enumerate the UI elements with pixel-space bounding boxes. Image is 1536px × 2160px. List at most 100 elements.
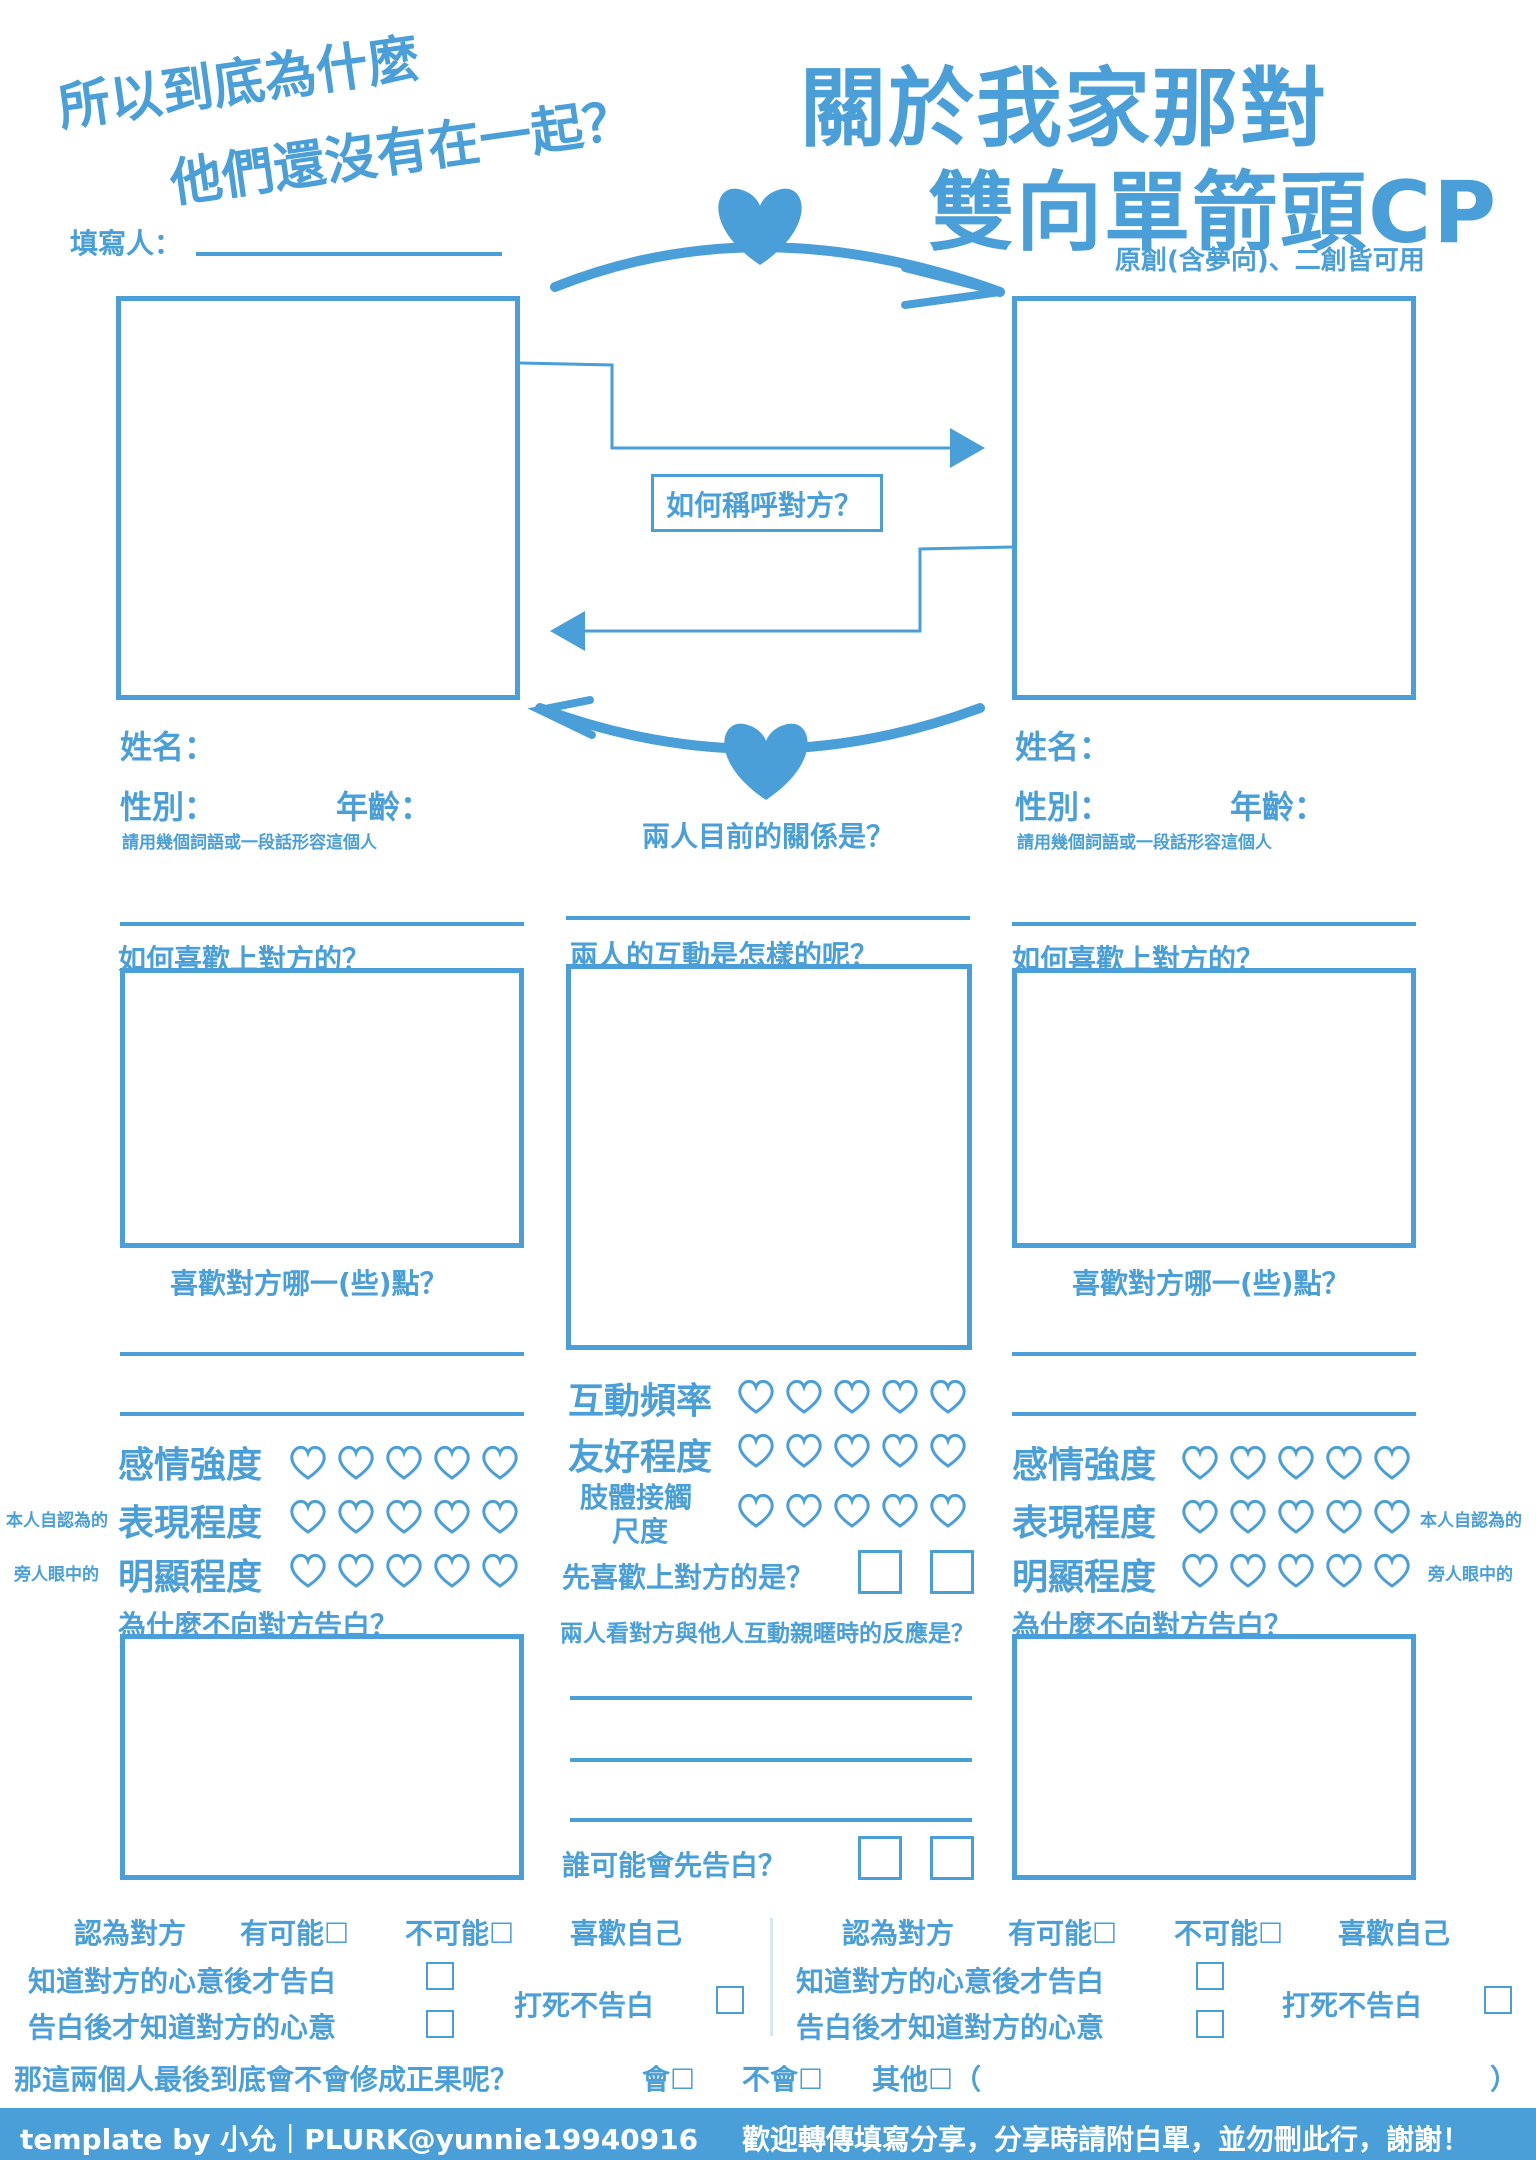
portrait-right[interactable] <box>1012 296 1416 700</box>
left-describe-line[interactable] <box>120 922 524 926</box>
left-confess-after-checkbox[interactable] <box>426 1962 454 1990</box>
heart-outline-icon[interactable] <box>1178 1548 1222 1592</box>
final-other[interactable]: 其他☐（ <box>872 2063 982 2096</box>
right-confess-after-checkbox[interactable] <box>1196 1962 1224 1990</box>
heart-outline-icon[interactable] <box>478 1494 522 1538</box>
right-impossible[interactable]: 不可能☐ <box>1174 1917 1284 1950</box>
heart-outline-icon[interactable] <box>926 1488 970 1532</box>
left-like-points: 喜歡對方哪一(些)點？ <box>170 1267 448 1300</box>
heart-outline-icon[interactable] <box>286 1548 330 1592</box>
heart-outline-icon[interactable] <box>1322 1440 1366 1484</box>
heart-outline-icon[interactable] <box>734 1488 778 1532</box>
right-know-after-checkbox[interactable] <box>1196 2010 1224 2038</box>
heart-outline-icon[interactable] <box>878 1488 922 1532</box>
heart-outline-icon[interactable] <box>878 1428 922 1472</box>
final-no[interactable]: 不會☐ <box>742 2063 824 2096</box>
left-impossible[interactable]: 不可能☐ <box>405 1917 515 1950</box>
reaction-line-2[interactable] <box>570 1758 972 1762</box>
reaction-line-3[interactable] <box>570 1818 972 1822</box>
right-how-like-box[interactable] <box>1012 968 1416 1248</box>
reaction-line-1[interactable] <box>570 1696 972 1700</box>
right-possible[interactable]: 有可能☐ <box>1008 1917 1118 1950</box>
heart-outline-icon[interactable] <box>830 1428 874 1472</box>
who-first-confess-checkbox-left[interactable] <box>858 1836 902 1880</box>
bottom-divider <box>770 1918 773 2036</box>
heart-outline-icon[interactable] <box>782 1488 826 1532</box>
heart-outline-icon[interactable] <box>286 1494 330 1538</box>
center-contact-hearts[interactable] <box>734 1488 970 1532</box>
heart-outline-icon[interactable] <box>430 1440 474 1484</box>
heart-outline-icon[interactable] <box>1226 1548 1270 1592</box>
who-first-confess-checkbox-right[interactable] <box>930 1836 974 1880</box>
right-obvious-hearts[interactable] <box>1178 1548 1414 1592</box>
right-emotion-hearts[interactable] <box>1178 1440 1414 1484</box>
heart-outline-icon[interactable] <box>1370 1440 1414 1484</box>
center-interaction-box[interactable] <box>566 964 972 1350</box>
left-how-like-box[interactable] <box>120 968 524 1248</box>
center-relationship-line[interactable] <box>566 916 970 920</box>
heart-outline-icon[interactable] <box>430 1494 474 1538</box>
filler-input-line[interactable] <box>196 252 502 256</box>
heart-outline-icon[interactable] <box>782 1428 826 1472</box>
heart-outline-icon[interactable] <box>734 1374 778 1418</box>
left-why-box[interactable] <box>120 1634 524 1880</box>
heart-outline-icon[interactable] <box>1226 1440 1270 1484</box>
heart-outline-icon[interactable] <box>382 1494 426 1538</box>
left-know-after-checkbox[interactable] <box>426 2010 454 2038</box>
footer-notice: 歡迎轉傳填寫分享，分享時請附白單，並勿刪此行，謝謝！ <box>742 2123 1471 2156</box>
heart-outline-icon[interactable] <box>926 1374 970 1418</box>
heart-outline-icon[interactable] <box>1178 1494 1222 1538</box>
heart-outline-icon[interactable] <box>1322 1494 1366 1538</box>
final-question: 那這兩個人最後到底會不會修成正果呢？ <box>14 2063 519 2096</box>
heart-outline-icon[interactable] <box>1178 1440 1222 1484</box>
right-like-points: 喜歡對方哪一(些)點？ <box>1072 1267 1350 1300</box>
left-describe-hint: 請用幾個詞語或一段話形容這個人 <box>122 833 377 853</box>
heart-outline-icon[interactable] <box>830 1488 874 1532</box>
heart-outline-icon[interactable] <box>1370 1548 1414 1592</box>
left-emotion-hearts[interactable] <box>286 1440 522 1484</box>
left-like-points-line-2[interactable] <box>120 1412 524 1416</box>
heart-outline-icon[interactable] <box>382 1548 426 1592</box>
right-expression-hearts[interactable] <box>1178 1494 1414 1538</box>
heart-outline-icon[interactable] <box>1274 1440 1318 1484</box>
left-never-confess-checkbox[interactable] <box>716 1986 744 2014</box>
right-why-box[interactable] <box>1012 1634 1416 1880</box>
center-freq-hearts[interactable] <box>734 1374 970 1418</box>
right-describe-line[interactable] <box>1012 922 1416 926</box>
heart-outline-icon[interactable] <box>286 1440 330 1484</box>
final-yes[interactable]: 會☐ <box>642 2063 696 2096</box>
left-like-points-line-1[interactable] <box>120 1352 524 1356</box>
right-emotion-label: 感情強度 <box>1012 1445 1157 1486</box>
heart-outline-icon[interactable] <box>478 1548 522 1592</box>
center-friendly-hearts[interactable] <box>734 1428 970 1472</box>
heart-outline-icon[interactable] <box>878 1374 922 1418</box>
heart-outline-icon[interactable] <box>1274 1494 1318 1538</box>
right-like-points-line-2[interactable] <box>1012 1412 1416 1416</box>
heart-outline-icon[interactable] <box>334 1494 378 1538</box>
heart-outline-icon[interactable] <box>782 1374 826 1418</box>
who-first-like-checkbox-right[interactable] <box>930 1550 974 1594</box>
heart-outline-icon[interactable] <box>382 1440 426 1484</box>
right-never-confess-checkbox[interactable] <box>1484 1986 1512 2014</box>
right-likes-self: 喜歡自己 <box>1338 1917 1451 1950</box>
heart-outline-icon[interactable] <box>1226 1494 1270 1538</box>
reaction-question: 兩人看對方與他人互動親暱時的反應是？ <box>560 1621 974 1647</box>
left-possible[interactable]: 有可能☐ <box>240 1917 350 1950</box>
heart-outline-icon[interactable] <box>1370 1494 1414 1538</box>
left-obvious-hearts[interactable] <box>286 1548 522 1592</box>
heart-outline-icon[interactable] <box>830 1374 874 1418</box>
heart-outline-icon[interactable] <box>478 1440 522 1484</box>
heart-outline-icon[interactable] <box>430 1548 474 1592</box>
portrait-left[interactable] <box>116 296 520 700</box>
who-first-like-checkbox-left[interactable] <box>858 1550 902 1594</box>
heart-outline-icon[interactable] <box>334 1548 378 1592</box>
heart-outline-icon[interactable] <box>1274 1548 1318 1592</box>
call-question-box <box>651 474 883 532</box>
right-like-points-line-1[interactable] <box>1012 1352 1416 1356</box>
call-question: 如何稱呼對方？ <box>666 489 863 522</box>
heart-outline-icon[interactable] <box>926 1428 970 1472</box>
left-expression-hearts[interactable] <box>286 1494 522 1538</box>
heart-outline-icon[interactable] <box>734 1428 778 1472</box>
heart-outline-icon[interactable] <box>1322 1548 1366 1592</box>
heart-outline-icon[interactable] <box>334 1440 378 1484</box>
